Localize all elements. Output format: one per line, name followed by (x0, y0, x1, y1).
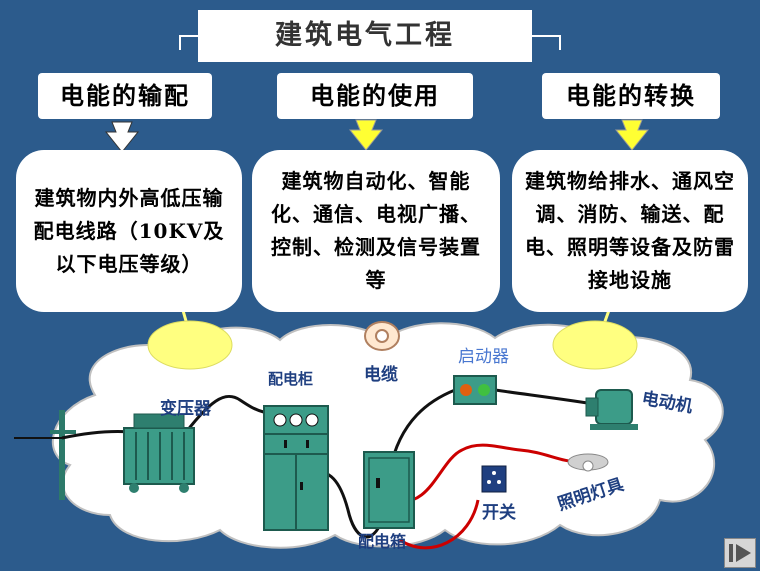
label-starter: 启动器 (458, 347, 509, 367)
cable-icon (364, 321, 400, 351)
switch-icon (481, 465, 507, 493)
category-power-distribution: 电能的输配 (38, 73, 212, 119)
arrow-down-icon (614, 119, 650, 151)
category-power-usage: 电能的使用 (277, 73, 473, 119)
power-pole-icon (14, 410, 76, 500)
play-icon (729, 544, 751, 562)
label-switch: 开关 (482, 503, 516, 523)
next-slide-button[interactable] (724, 538, 756, 568)
description-power-conversion: 建筑物给排水、通风空调、消防、输送、配电、照明等设备及防雷接地设施 (512, 150, 748, 312)
arrow-down-icon (104, 121, 140, 153)
distribution-cabinet-icon (263, 405, 329, 531)
description-power-distribution: 建筑物内外高低压输配电线路（10KV及以下电压等级） (16, 150, 242, 312)
title-connector-lines (179, 35, 561, 50)
lamp-icon (567, 453, 609, 472)
distribution-box-icon (363, 451, 415, 529)
label-transformer: 变压器 (160, 399, 211, 419)
label-distribution-cabinet: 配电柜 (268, 370, 314, 388)
label-distribution-box: 配电箱 (358, 532, 407, 551)
motor-icon (585, 389, 638, 430)
transformer-icon (123, 413, 195, 493)
label-cable: 电缆 (364, 365, 398, 385)
starter-icon (453, 375, 497, 405)
arrow-down-icon (348, 119, 384, 151)
page-title: 建筑电气工程 (198, 10, 532, 62)
cloud-shape (51, 322, 724, 549)
description-power-usage: 建筑物自动化、智能化、通信、电视广播、控制、检测及信号装置等 (252, 150, 500, 312)
category-power-conversion: 电能的转换 (542, 73, 720, 119)
bubble-tail-right (552, 301, 638, 370)
